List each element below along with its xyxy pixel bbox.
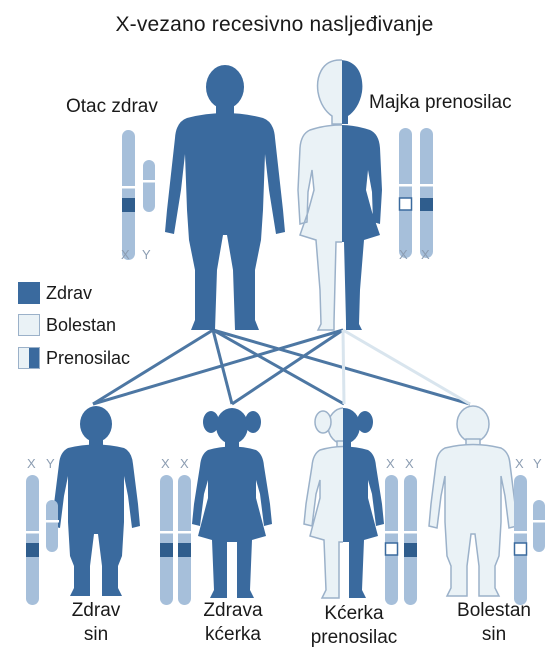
- child-label-line2: kćerka: [178, 623, 288, 647]
- chromosome-x-label: X: [386, 456, 395, 471]
- carrier-daughter-chromosomes: [384, 475, 418, 605]
- legend-label-healthy: Zdrav: [46, 283, 92, 304]
- healthy-son-figure: [52, 406, 140, 596]
- child-label-line1: Zdrav: [48, 599, 144, 623]
- legend-swatch-carrier: [18, 347, 40, 369]
- legend-swatch-affected: [18, 314, 40, 336]
- child-label-line1: Bolestan: [440, 599, 548, 623]
- healthy-son-chromosomes: [25, 475, 59, 605]
- affected-son-chromosomes: [513, 475, 546, 605]
- chromosome-x-label: X: [421, 247, 430, 262]
- child-label-line2: sin: [440, 623, 548, 647]
- child-label-healthy-daughter: Zdrava kćerka: [178, 599, 288, 647]
- child-label-line2: sin: [48, 623, 144, 647]
- chromosome-x-label: X: [515, 456, 524, 471]
- chromosome-x-label: X: [399, 247, 408, 262]
- child-label-healthy-son: Zdrav sin: [48, 599, 144, 647]
- carrier-daughter-figure: [304, 408, 384, 598]
- mother-chromosomes: [398, 128, 434, 258]
- father-chromosomes: [121, 130, 156, 260]
- child-label-carrier-daughter: Kćerka prenosilac: [298, 602, 410, 650]
- child-label-line2: prenosilac: [298, 626, 410, 650]
- chromosome-y-label: Y: [46, 456, 55, 471]
- chromosome-x-label: X: [27, 456, 36, 471]
- legend-label-affected: Bolestan: [46, 315, 116, 336]
- healthy-daughter-figure: [192, 408, 272, 598]
- child-label-line1: Zdrava: [178, 599, 288, 623]
- chromosome-x-label: X: [405, 456, 414, 471]
- legend-swatch-healthy: [18, 282, 40, 304]
- healthy-daughter-chromosomes: [159, 475, 192, 605]
- legend-label-carrier: Prenosilac: [46, 348, 130, 369]
- mother-figure: [298, 60, 382, 330]
- inheritance-lines: [93, 330, 470, 404]
- chromosome-x-label: X: [180, 456, 189, 471]
- child-label-line1: Kćerka: [298, 602, 410, 626]
- chromosome-y-label: Y: [533, 456, 542, 471]
- affected-son-figure: [429, 406, 517, 596]
- child-label-affected-son: Bolestan sin: [440, 599, 548, 647]
- chromosome-x-label: X: [121, 247, 130, 262]
- father-figure: [165, 65, 285, 330]
- chromosome-y-label: Y: [142, 247, 151, 262]
- chromosome-x-label: X: [161, 456, 170, 471]
